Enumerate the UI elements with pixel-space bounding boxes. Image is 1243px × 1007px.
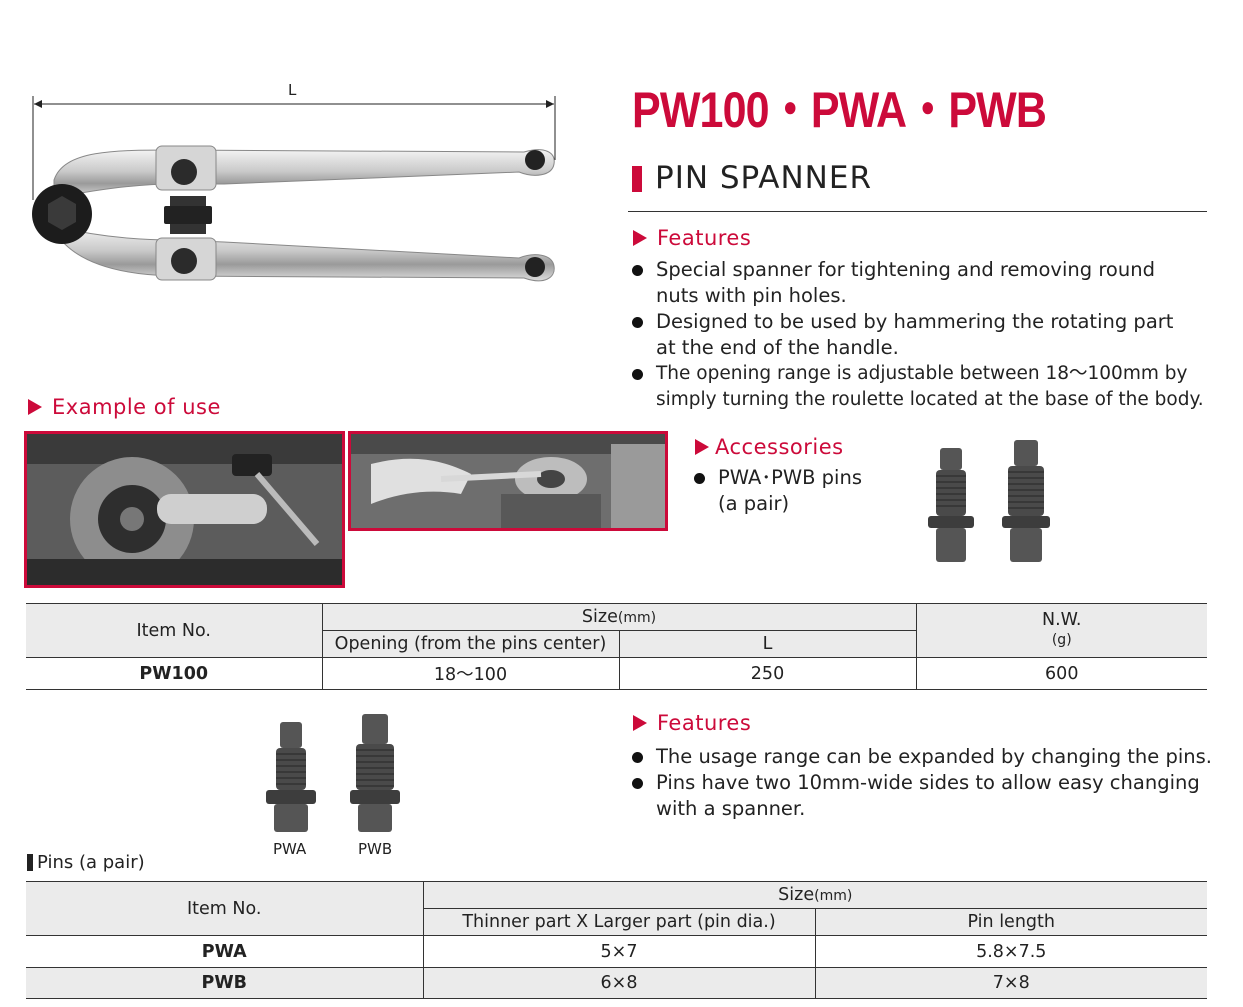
triangle-marker-icon	[28, 399, 42, 415]
accessories-heading: Accessories	[695, 435, 844, 459]
header-dia: Thinner part X Larger part (pin dia.)	[423, 908, 816, 936]
spec-table: Item No. Size(mm) N.W.(g) Opening (from …	[26, 603, 1207, 690]
dimension-label-l: L	[288, 81, 297, 99]
pins-image	[260, 712, 410, 834]
pin-icon	[928, 448, 974, 562]
triangle-marker-icon	[633, 715, 647, 731]
features-list: Special spanner for tightening and remov…	[630, 257, 1220, 413]
table-row: PWA 5×7 5.8×7.5	[26, 935, 1207, 968]
accessories-list: PWA･PWB pins(a pair)	[692, 465, 902, 517]
list-item: PWA･PWB pins(a pair)	[692, 465, 902, 517]
pin-caption-pwa: PWA	[273, 840, 307, 858]
pin-caption-pwb: PWB	[358, 840, 393, 858]
accessory-pins-image	[920, 436, 1060, 564]
list-item: Designed to be used by hammering the rot…	[630, 309, 1220, 361]
subtitle-divider	[628, 211, 1207, 212]
header-length: Pin length	[967, 912, 1055, 932]
product-diagram: L	[24, 80, 564, 300]
triangle-marker-icon	[633, 230, 647, 246]
features-pins-heading: Features	[633, 711, 751, 735]
pins-section-label: Pins (a pair)	[27, 852, 145, 873]
triangle-marker-icon	[695, 439, 709, 455]
list-item: The opening range is adjustable between …	[630, 361, 1220, 413]
example-photo-grinder	[24, 431, 345, 588]
pin-pwa-icon	[266, 722, 316, 832]
header-opening: Opening (from the pins center)	[322, 630, 620, 658]
pin-icon	[1002, 440, 1050, 562]
header-item-no: Item No.	[26, 881, 424, 936]
header-l: L	[619, 630, 917, 658]
page-subtitle: PIN SPANNER	[655, 160, 872, 196]
table-row: PW100 18〜100 250 600	[26, 657, 1207, 690]
pin-pwb-icon	[350, 714, 400, 832]
list-item: Special spanner for tightening and remov…	[630, 257, 1220, 309]
pins-spec-table: Item No. Size(mm) Thinner part X Larger …	[26, 881, 1207, 999]
features-heading: Features	[633, 226, 751, 250]
header-item-no: Item No.	[26, 603, 323, 658]
header-size: Size(mm)	[322, 603, 917, 631]
list-item: Pins have two 10mm-wide sides to allow e…	[630, 770, 1220, 822]
header-nw: N.W.(g)	[1041, 610, 1082, 649]
header-size: Size(mm)	[423, 881, 1207, 909]
label-marker	[27, 854, 33, 871]
list-item: The usage range can be expanded by chang…	[630, 744, 1220, 770]
page-title: PW100・PWA・PWB	[632, 82, 1047, 138]
example-photo-lathe	[348, 431, 668, 531]
features-pins-list: The usage range can be expanded by chang…	[630, 744, 1220, 822]
table-row: PWB 6×8 7×8	[26, 967, 1207, 999]
pin-spanner-illustration	[32, 96, 556, 282]
subtitle-bar	[632, 166, 642, 192]
example-heading: Example of use	[28, 395, 221, 419]
